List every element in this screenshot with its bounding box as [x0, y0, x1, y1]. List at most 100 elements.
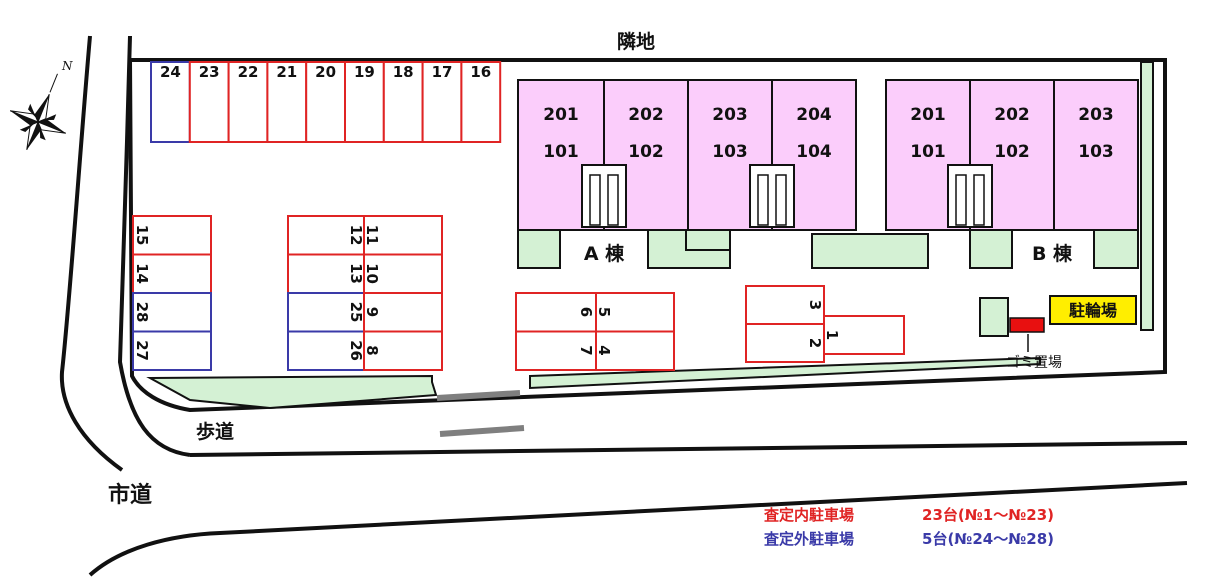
- parking-space-22: [227, 61, 269, 143]
- parking-number-23: 23: [199, 63, 220, 81]
- parking-space-12: [287, 215, 365, 256]
- green-building-a-left: [517, 229, 561, 269]
- parking-number-26: 26: [347, 340, 365, 361]
- parking-number-16: 16: [470, 63, 491, 81]
- parking-number-9: 9: [363, 307, 381, 317]
- stair-flight: [589, 174, 601, 226]
- unit-number-lower-102: 102: [994, 142, 1030, 162]
- green-areas: [146, 61, 1154, 410]
- unit-102-202: [969, 79, 1055, 231]
- parking-space-10: [363, 253, 443, 294]
- unit-number-lower-104: 104: [796, 142, 832, 162]
- stair-core: [947, 164, 993, 228]
- parking-number-6: 6: [577, 307, 595, 317]
- north-compass-icon: [9, 73, 67, 151]
- parking-number-12: 12: [347, 225, 365, 246]
- stair-core: [581, 164, 627, 228]
- garbage-area: [1009, 317, 1045, 333]
- building_b-label: B 棟: [1032, 242, 1073, 265]
- unit-number-upper-201: 201: [910, 105, 946, 125]
- parking-number-14: 14: [133, 263, 151, 284]
- green-building-b-left: [969, 229, 1013, 269]
- parking-number-21: 21: [276, 63, 297, 81]
- stair-flight: [775, 174, 787, 226]
- parking-number-5: 5: [595, 307, 613, 317]
- unit-number-upper-203: 203: [712, 105, 748, 125]
- unit-104-204: [771, 79, 857, 231]
- bicycle-parking-label: 駐輪場: [1069, 301, 1117, 320]
- parking-number-7: 7: [577, 345, 595, 355]
- parking-space-19: [344, 61, 385, 143]
- sidewalk-edge: [189, 441, 1188, 457]
- parking-space-17: [421, 61, 463, 143]
- legend-outside-label: 査定外駐車場: [764, 530, 855, 548]
- parking-space-16: [460, 61, 502, 143]
- parking-number-25: 25: [347, 302, 365, 323]
- parking-number-22: 22: [238, 63, 259, 81]
- stair-flight: [955, 174, 967, 226]
- parking-number-19: 19: [354, 63, 375, 81]
- green-between-buildings: [811, 233, 929, 269]
- garbage-label: ゴミ置場: [1006, 354, 1062, 371]
- unit-number-lower-101: 101: [543, 142, 579, 162]
- green-gap-left: [685, 229, 731, 251]
- green-strip-right: [1140, 61, 1154, 331]
- unit-103-203: [1053, 79, 1139, 231]
- parking-number-13: 13: [347, 263, 365, 284]
- parking-number-8: 8: [363, 345, 381, 355]
- parking-number-28: 28: [133, 302, 151, 323]
- legend-outside-count: 5台(№24～№28): [922, 530, 1055, 548]
- parking-space-14: [132, 253, 212, 294]
- legend-inside-count: 23台(№1～№23): [922, 506, 1055, 524]
- parking-space-11: [363, 215, 443, 256]
- city-road-label: 市道: [108, 482, 152, 508]
- parking-number-11: 11: [363, 225, 381, 246]
- unit-number-upper-202: 202: [628, 105, 664, 125]
- stair-flight: [607, 174, 619, 226]
- stair-flight: [757, 174, 769, 226]
- parking-number-4: 4: [595, 345, 613, 355]
- sidewalk-label: 歩道: [196, 420, 234, 443]
- unit-number-lower-101: 101: [910, 142, 946, 162]
- parking-number-1: 1: [823, 330, 841, 340]
- stair-core: [749, 164, 795, 228]
- site-boundary: [128, 58, 1167, 413]
- stair-flight: [973, 174, 985, 226]
- parking-space-2: [745, 323, 825, 363]
- parking-space-3: [745, 285, 825, 325]
- north-label: N: [61, 59, 73, 73]
- unit-number-upper-204: 204: [796, 105, 832, 125]
- unit-number-lower-102: 102: [628, 142, 664, 162]
- city-road-far-edge: [88, 481, 1188, 577]
- parking-number-10: 10: [363, 263, 381, 284]
- road-left-outer-edge: [59, 35, 124, 472]
- unit-number-upper-203: 203: [1078, 105, 1114, 125]
- legend-outside-parking: 査定外駐車場 5台(№24～№28): [764, 528, 1054, 549]
- entrance-markers: [436, 390, 525, 437]
- unit-number-lower-103: 103: [1078, 142, 1114, 162]
- parking-number-17: 17: [432, 63, 453, 81]
- parking-space-15: [132, 215, 212, 256]
- unit-number-upper-201: 201: [543, 105, 579, 125]
- parking-space-25: [287, 292, 365, 333]
- parking-number-3: 3: [806, 300, 824, 310]
- roads: [59, 35, 1188, 577]
- legend-inside-label: 査定内駐車場: [764, 506, 855, 524]
- parking-space-1: [823, 315, 905, 355]
- parking-space-26: [287, 330, 365, 371]
- green-building-b-right: [1093, 229, 1139, 269]
- parking-number-2: 2: [806, 338, 824, 348]
- parking-space-5: [595, 292, 675, 333]
- parking-space-27: [132, 330, 212, 371]
- unit-number-upper-202: 202: [994, 105, 1030, 125]
- parking-number-15: 15: [133, 225, 151, 246]
- green-strip-center: [529, 356, 1041, 390]
- parking-number-20: 20: [315, 63, 336, 81]
- green-strip-left: [146, 374, 438, 410]
- building_a-label: A 棟: [584, 242, 625, 265]
- neighbor-label: 隣地: [617, 30, 655, 53]
- green-garbage-block: [979, 297, 1009, 337]
- road-left-inner-edge: [117, 35, 191, 457]
